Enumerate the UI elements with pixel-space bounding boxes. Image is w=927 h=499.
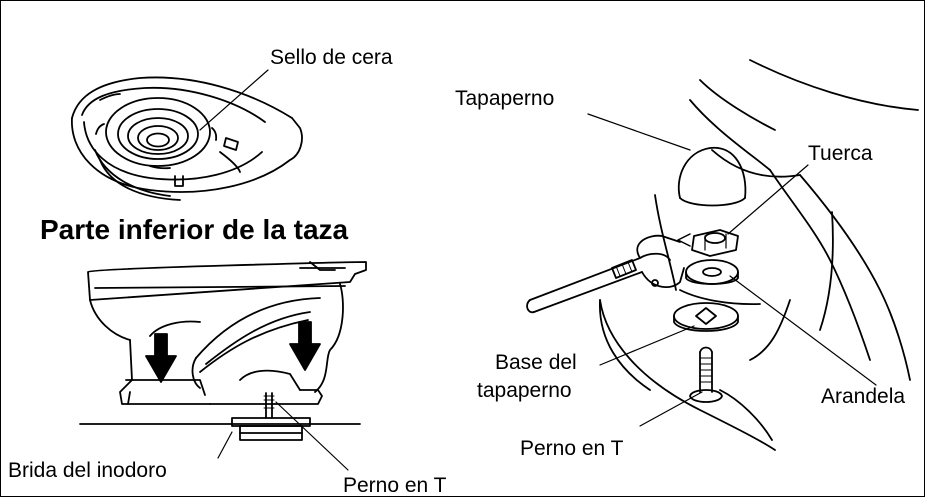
label-cap-base-line2: tapaperno [477, 379, 572, 402]
label-wax-seal: Sello de cera [270, 46, 393, 69]
leader-t-bolt-bottom [275, 401, 349, 471]
cap-base-part [673, 302, 739, 332]
washer-part [685, 259, 739, 285]
label-t-bolt-right: Perno en T [520, 437, 624, 460]
label-t-bolt-bottom: Perno en T [343, 474, 447, 497]
bowl-base-right-illustration [599, 59, 919, 451]
leader-nut [727, 164, 809, 235]
label-nut: Tuerca [808, 142, 873, 165]
label-washer: Arandela [821, 385, 906, 408]
leader-bolt-cap [587, 113, 691, 151]
bolt-cap-part [677, 147, 747, 207]
down-arrow-right-icon [289, 321, 321, 371]
toilet-side-view [79, 261, 367, 441]
t-bolt-small [263, 392, 275, 419]
leader-toilet-flange [217, 431, 233, 459]
leader-washer [729, 275, 877, 386]
label-cap-base-line1: Base del [495, 351, 577, 374]
leader-t-bolt-right [639, 391, 703, 427]
leader-wax-seal [199, 69, 269, 131]
bowl-underside-illustration [71, 76, 303, 201]
rotate-arrow-icon [677, 233, 691, 247]
label-bolt-cap: Tapaperno [455, 87, 555, 110]
nut-part [691, 229, 739, 257]
down-arrow-left-icon [145, 333, 177, 383]
label-toilet-flange: Brida del inodoro [8, 459, 167, 482]
leader-cap-base [599, 325, 695, 366]
heading-bowl-underside: Parte inferior de la taza [40, 214, 349, 245]
t-bolt-part [689, 346, 723, 403]
wrench [526, 234, 685, 314]
